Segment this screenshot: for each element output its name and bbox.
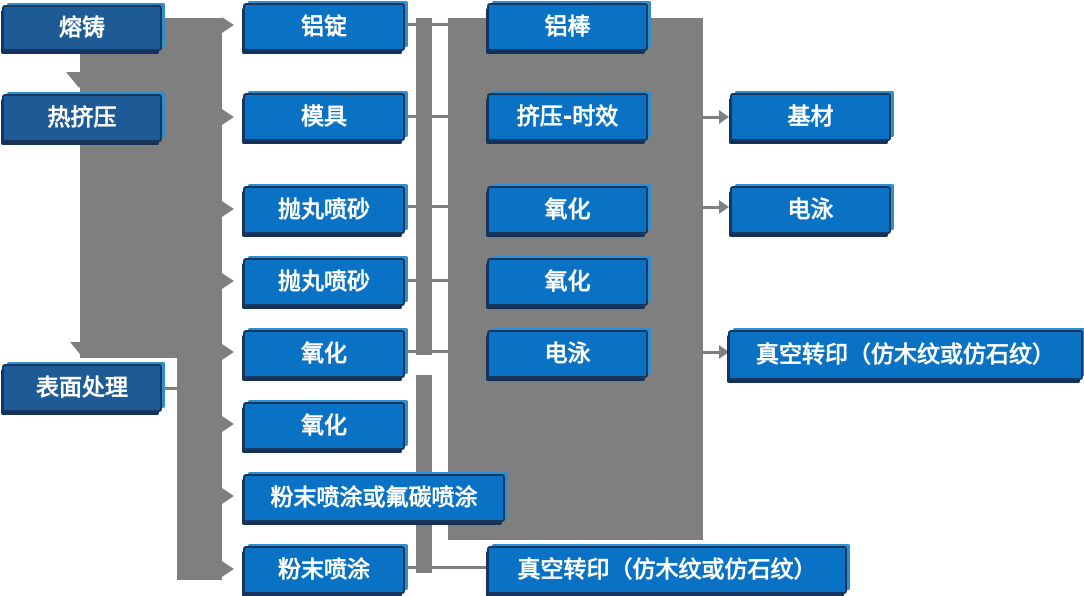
arrow-down-to-surface-treatment-icon xyxy=(70,342,96,358)
arrow-right-to-aluminum-ingot-icon xyxy=(222,17,234,33)
node-vacuum-transfer-bottom-label: 真空转印（仿木纹或仿石纹） xyxy=(517,556,817,583)
node-melting-label: 熔铸 xyxy=(59,14,105,41)
link-oxidation1-to-electrophoresis1 xyxy=(405,350,448,353)
node-extrusion-aging: 挤压-时效 xyxy=(487,93,648,141)
arrow-right-to-electrophoresis-2-icon xyxy=(719,200,729,214)
arrow-right-to-oxidation-1-icon xyxy=(222,344,234,360)
link-extrusion-to-base xyxy=(703,116,720,119)
node-powder-coating: 粉末喷涂 xyxy=(243,546,405,594)
node-powder-or-fluorocarbon-label: 粉末喷涂或氟碳喷涂 xyxy=(270,484,478,511)
node-shot-blasting-2: 抛丸喷砂 xyxy=(243,258,405,306)
arrow-right-to-shot-blasting-2-icon xyxy=(222,273,234,289)
node-extrusion-aging-label: 挤压-时效 xyxy=(516,103,619,130)
trunk-band-surface xyxy=(177,352,222,580)
node-surface-treatment-label: 表面处理 xyxy=(36,374,128,401)
node-surface-treatment: 表面处理 xyxy=(2,364,162,412)
node-electrophoresis-1: 电泳 xyxy=(487,330,648,378)
arrow-right-to-shot-blasting-1-icon xyxy=(222,201,234,217)
node-powder-coating-label: 粉末喷涂 xyxy=(278,556,370,583)
arrow-right-to-powder-or-fluorocarbon-icon xyxy=(222,488,234,504)
arrow-right-to-vacuum-transfer-right-icon xyxy=(719,345,729,359)
node-vacuum-transfer-right: 真空转印（仿木纹或仿石纹） xyxy=(728,330,1083,380)
node-base-material-label: 基材 xyxy=(787,103,834,130)
node-shot-blasting-1-label: 抛丸喷砂 xyxy=(278,196,370,223)
arrow-right-to-mold-icon xyxy=(222,109,234,125)
link-electrophoresis1-to-vacuum-right xyxy=(703,351,720,354)
node-vacuum-transfer-bottom: 真空转印（仿木纹或仿石纹） xyxy=(487,546,847,594)
link-mold-to-extrusion xyxy=(405,115,448,118)
connector-bar-upper xyxy=(416,18,432,355)
node-shot-blasting-2-label: 抛丸喷砂 xyxy=(278,268,370,295)
node-oxidation-4: 氧化 xyxy=(487,258,648,306)
node-oxidation-4-label: 氧化 xyxy=(544,268,591,295)
arrow-right-to-powder-coating-icon xyxy=(222,561,234,577)
link-surface-treatment-to-trunk xyxy=(162,387,178,390)
node-hot-extrusion-label: 热挤压 xyxy=(47,104,117,131)
link-oxidation3-to-electrophoresis2 xyxy=(703,206,720,209)
node-electrophoresis-2-label: 电泳 xyxy=(787,196,834,223)
node-oxidation-1-label: 氧化 xyxy=(301,340,347,367)
node-vacuum-transfer-right-label: 真空转印（仿木纹或仿石纹） xyxy=(756,341,1055,368)
node-aluminum-ingot-label: 铝锭 xyxy=(301,13,347,40)
arrow-right-to-base-material-icon xyxy=(719,110,729,124)
link-blasting2-to-oxidation4 xyxy=(405,279,448,282)
node-mold-label: 模具 xyxy=(301,103,347,130)
node-oxidation-1: 氧化 xyxy=(243,330,405,378)
trunk-band-main xyxy=(80,18,222,358)
arrow-down-to-hot-extrusion-icon xyxy=(66,72,92,88)
node-base-material: 基材 xyxy=(730,93,891,141)
node-electrophoresis-2: 电泳 xyxy=(730,186,891,234)
node-oxidation-3-label: 氧化 xyxy=(544,196,591,223)
node-shot-blasting-1: 抛丸喷砂 xyxy=(243,186,405,234)
node-oxidation-3: 氧化 xyxy=(487,186,648,234)
node-hot-extrusion: 热挤压 xyxy=(2,94,162,142)
node-powder-or-fluorocarbon: 粉末喷涂或氟碳喷涂 xyxy=(243,474,505,522)
link-powder-to-vacuum-transfer xyxy=(405,566,487,569)
node-aluminum-rod: 铝棒 xyxy=(487,3,648,51)
link-ingot-to-rod xyxy=(405,23,448,26)
node-mold: 模具 xyxy=(243,93,405,141)
node-aluminum-ingot: 铝锭 xyxy=(243,3,405,51)
node-melting: 熔铸 xyxy=(2,5,162,51)
link-blasting1-to-oxidation3 xyxy=(405,205,448,208)
node-aluminum-rod-label: 铝棒 xyxy=(544,13,591,40)
arrow-right-to-oxidation-2-icon xyxy=(222,416,234,432)
node-oxidation-2: 氧化 xyxy=(243,402,405,450)
node-oxidation-2-label: 氧化 xyxy=(301,412,347,439)
node-electrophoresis-1-label: 电泳 xyxy=(544,340,591,367)
